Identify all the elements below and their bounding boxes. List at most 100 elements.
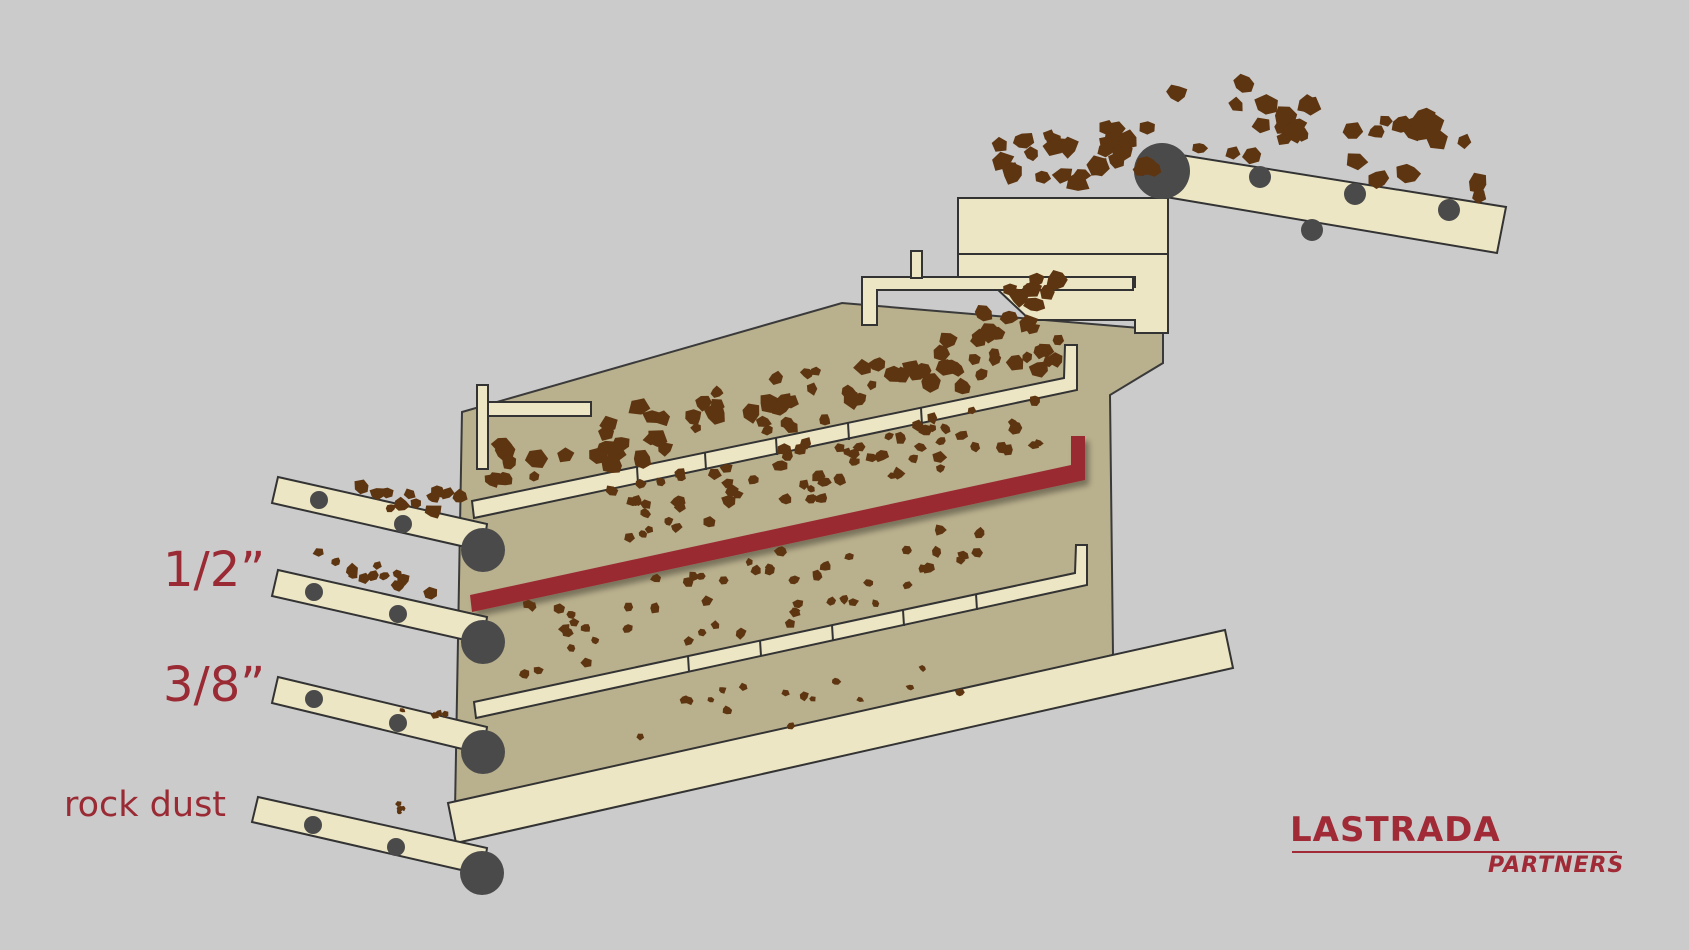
rock [710, 620, 720, 630]
rock [312, 548, 324, 557]
rock [385, 504, 397, 513]
rock [1228, 96, 1243, 112]
rock [566, 611, 576, 619]
rock [991, 136, 1007, 152]
rock [936, 464, 946, 473]
rock [1046, 270, 1068, 290]
rock [839, 595, 849, 605]
rock [1029, 395, 1040, 406]
rock [1042, 138, 1063, 156]
rock [852, 442, 866, 452]
rock [635, 478, 647, 489]
rock [1251, 117, 1270, 134]
rock [639, 499, 651, 509]
rock [358, 572, 371, 584]
rock [918, 424, 932, 436]
rock [1052, 334, 1065, 346]
rock [742, 403, 760, 424]
rock [895, 431, 906, 444]
rock [490, 437, 513, 451]
rock [867, 380, 877, 391]
rock [719, 464, 733, 473]
rock-particles [312, 73, 1487, 815]
top-screen-deck [470, 344, 1078, 520]
rock [764, 563, 775, 572]
logo-subtitle: PARTNERS [1488, 853, 1625, 878]
rock [369, 488, 385, 501]
rock [842, 447, 852, 456]
rock [650, 602, 660, 614]
rock [905, 684, 915, 691]
rock [789, 607, 801, 618]
rock [1059, 136, 1079, 159]
rock [566, 644, 576, 652]
rock [1254, 94, 1278, 115]
rock [372, 561, 382, 570]
rock [502, 454, 517, 470]
rock [519, 669, 530, 679]
rock [622, 624, 633, 633]
rock [781, 395, 799, 409]
rock [955, 688, 965, 697]
rock [1379, 115, 1393, 127]
rock [1426, 126, 1448, 150]
rock [1035, 170, 1052, 184]
rock [932, 545, 942, 558]
rock [331, 557, 341, 567]
rock [529, 471, 540, 482]
rock [939, 332, 958, 349]
rock [1469, 172, 1487, 194]
rock [1413, 107, 1436, 128]
rock [628, 398, 651, 415]
three-eighths-label: 3/8” [163, 657, 266, 713]
rock [865, 453, 879, 463]
rock [710, 385, 724, 398]
rock [1034, 439, 1044, 447]
rock [809, 696, 816, 702]
rock [624, 532, 635, 543]
rock [988, 352, 1002, 367]
rock [599, 415, 618, 433]
rock [918, 665, 926, 672]
rock [580, 624, 591, 632]
rock [848, 458, 860, 466]
rock [638, 530, 648, 538]
rock [934, 524, 947, 536]
rock [580, 657, 592, 668]
feed-box [861, 197, 1169, 334]
half-inch-deck-highlight [470, 436, 1085, 612]
rock [1225, 146, 1241, 160]
rock [452, 488, 468, 503]
rock [1342, 122, 1364, 139]
logo-underline [1292, 851, 1617, 853]
rock [833, 473, 846, 486]
rock [748, 475, 759, 485]
rock [784, 618, 795, 628]
rock [807, 494, 817, 503]
rock [721, 478, 734, 489]
rock [682, 577, 694, 587]
rock [394, 496, 411, 511]
rock [891, 366, 909, 383]
rock [650, 573, 661, 583]
rock [935, 437, 946, 446]
rock [569, 618, 580, 627]
rock [725, 484, 739, 498]
rock [1282, 122, 1305, 144]
rock [848, 598, 859, 607]
rock [410, 498, 421, 509]
rock [634, 498, 643, 506]
rock [707, 697, 715, 703]
rock [843, 390, 861, 410]
rock [348, 569, 358, 579]
rock [933, 344, 951, 362]
rock [921, 373, 941, 393]
rock [1023, 297, 1046, 312]
rock [999, 310, 1019, 325]
rock [379, 572, 390, 581]
rock [1472, 190, 1487, 204]
rock [399, 708, 406, 713]
rock [819, 414, 831, 426]
rock [1001, 162, 1022, 185]
rock [664, 516, 674, 526]
